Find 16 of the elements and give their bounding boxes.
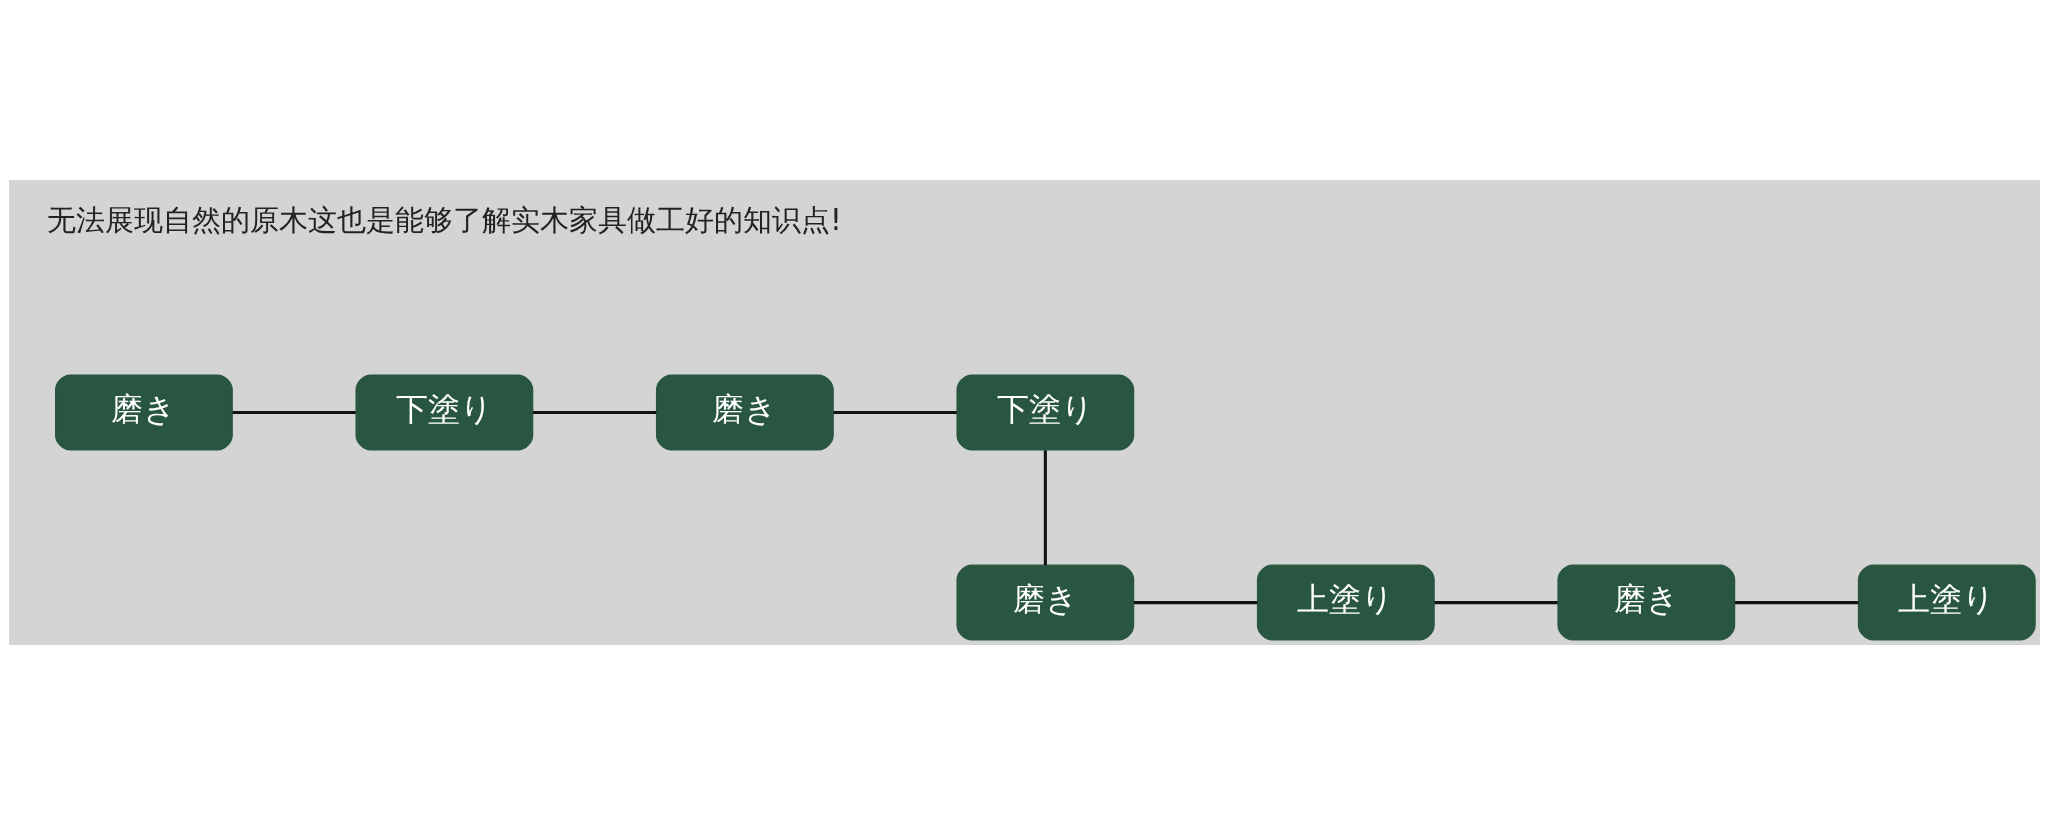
- node-box: 下塗り: [354, 374, 533, 451]
- connector: [532, 410, 656, 415]
- node-box: 磨き: [655, 374, 834, 451]
- node-box: 磨き: [54, 374, 233, 451]
- connector: [833, 410, 957, 415]
- node-box: 上塗り: [1256, 564, 1435, 641]
- connector: [232, 410, 356, 415]
- connector: [1433, 601, 1558, 605]
- connector: [1734, 601, 1858, 605]
- node-box: 上塗り: [1857, 564, 2036, 641]
- connector: [1133, 601, 1257, 605]
- label: 无法展现自然的原木这也是能够了解实木家具做工好的知识点!: [46, 203, 842, 237]
- connector: [1043, 450, 1047, 566]
- node-box: 下塗り: [955, 374, 1134, 451]
- node-box: 磨き: [1556, 564, 1735, 641]
- node-box: 磨き: [955, 564, 1134, 641]
